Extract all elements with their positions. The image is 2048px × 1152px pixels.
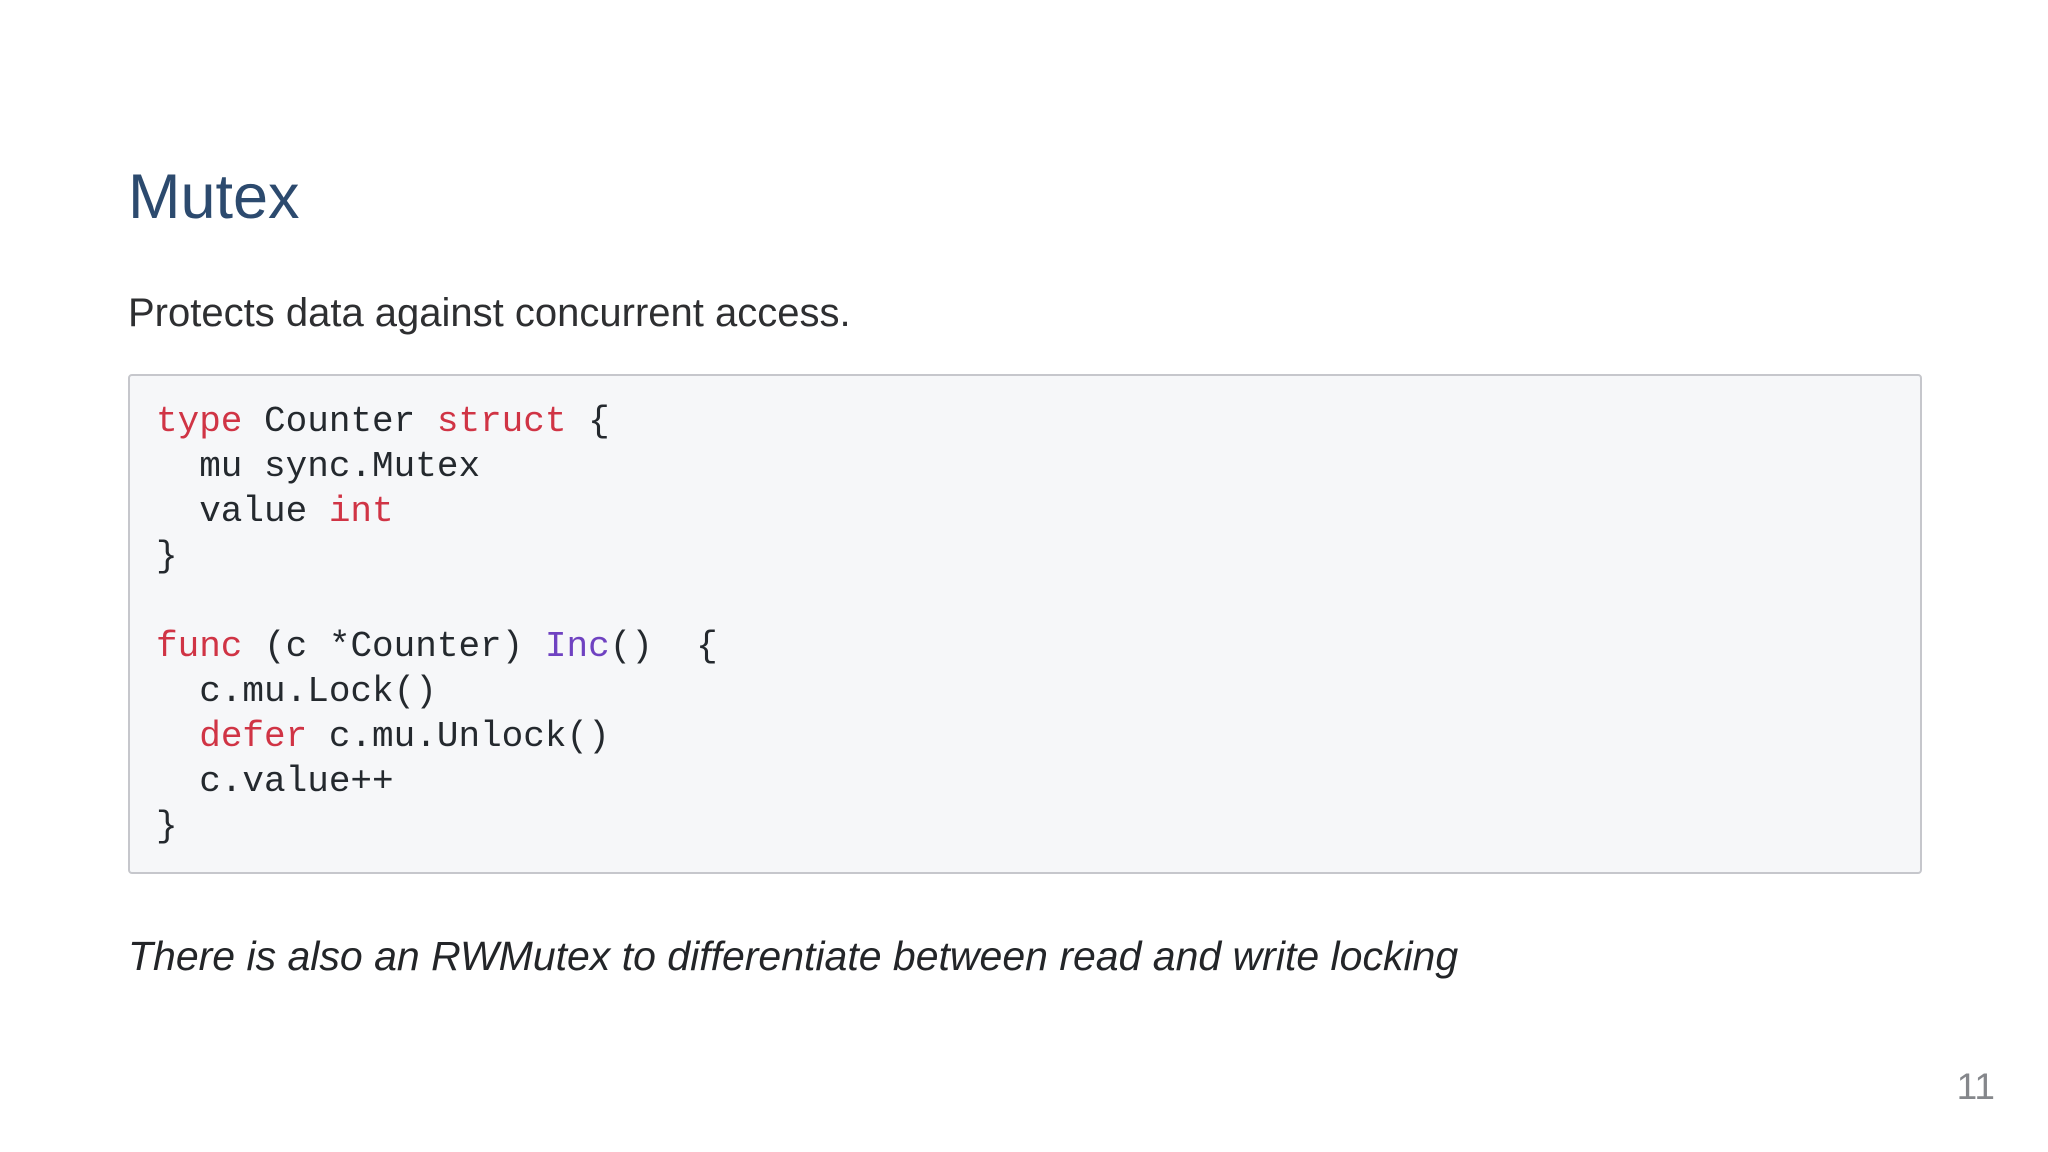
code-line: mu sync.Mutex (156, 444, 1894, 489)
code-line: c.mu.Lock() (156, 669, 1894, 714)
page-number: 11 (1956, 1066, 1995, 1107)
code-token-plain: c.mu.Lock() (156, 671, 437, 713)
code-token-keyword: int (328, 491, 394, 533)
code-token-plain: } (156, 536, 178, 578)
code-token-keyword: defer (199, 716, 308, 758)
code-line (156, 579, 1894, 624)
code-line: func (c *Counter) Inc() { (156, 624, 1894, 669)
code-line: } (156, 804, 1894, 849)
code-line: type Counter struct { (156, 399, 1894, 444)
code-token-plain: () { (609, 626, 718, 668)
code-token-plain: c.mu.Unlock() (307, 716, 610, 758)
code-line: } (156, 534, 1894, 579)
code-block: type Counter struct { mu sync.Mutex valu… (128, 374, 1922, 875)
code-token-keyword: func (156, 626, 243, 668)
note-text: There is also an RWMutex to differentiat… (128, 933, 1459, 980)
code-line: value int (156, 489, 1894, 534)
code-token-plain: c.value++ (156, 761, 394, 803)
code-token-plain: mu sync.Mutex (156, 446, 481, 488)
code-token-plain: } (156, 806, 178, 848)
code-content: type Counter struct { mu sync.Mutex valu… (156, 399, 1894, 849)
code-token-plain: Counter (242, 401, 437, 443)
code-token-keyword: type (156, 401, 243, 443)
code-token-function: Inc (544, 626, 610, 668)
code-token-plain: { (566, 401, 610, 443)
code-line: c.value++ (156, 759, 1894, 804)
code-token-keyword: struct (436, 401, 567, 443)
code-line: defer c.mu.Unlock() (156, 714, 1894, 759)
subtitle-text: Protects data against concurrent access. (128, 291, 851, 336)
code-token-plain (156, 716, 199, 757)
code-token-plain: (c *Counter) (242, 626, 545, 668)
page-title: Mutex (128, 162, 300, 232)
code-token-plain: value (156, 491, 329, 533)
